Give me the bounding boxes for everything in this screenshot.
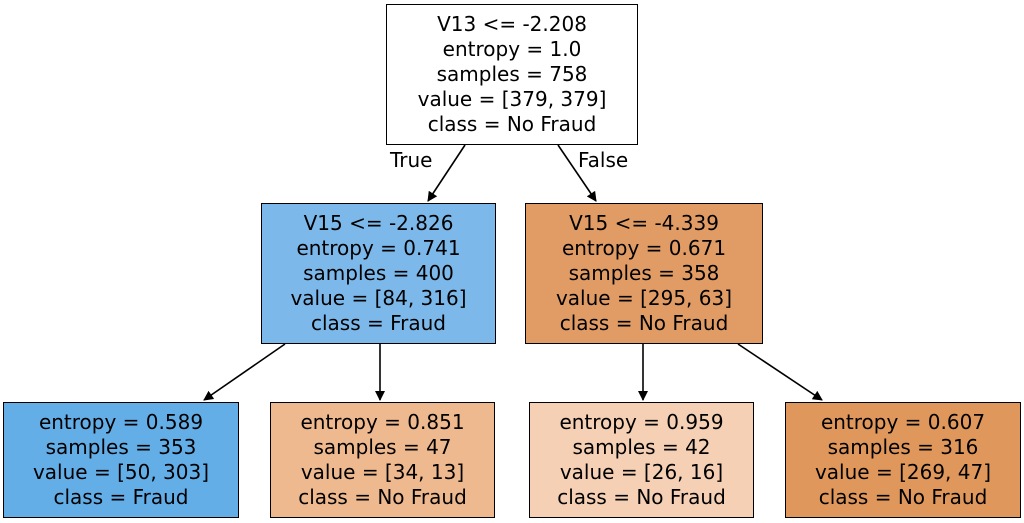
node-samples: samples = 353	[45, 435, 197, 459]
node-entropy: entropy = 1.0	[442, 37, 582, 61]
node-samples: samples = 316	[827, 435, 979, 459]
edge-right-rr	[737, 343, 823, 401]
node-entropy: entropy = 0.851	[300, 410, 465, 434]
node-class: class = No Fraud	[818, 485, 988, 509]
edge-label-false: False	[578, 148, 629, 172]
tree-node-left: V15 <= -2.826 entropy = 0.741 samples = …	[261, 203, 496, 344]
node-value: value = [26, 16]	[559, 460, 724, 484]
tree-leaf-right-left: entropy = 0.959 samples = 42 value = [26…	[529, 402, 754, 518]
tree-leaf-left-right: entropy = 0.851 samples = 47 value = [34…	[270, 402, 495, 518]
node-value: value = [379, 379]	[417, 87, 607, 111]
edge-label-true: True	[390, 148, 433, 172]
node-class: class = Fraud	[310, 311, 447, 335]
node-value: value = [50, 303]	[32, 460, 210, 484]
node-samples: samples = 758	[436, 62, 588, 86]
node-split: V15 <= -2.826	[303, 211, 454, 235]
node-samples: samples = 358	[568, 261, 720, 285]
node-samples: samples = 400	[303, 261, 454, 285]
node-class: class = No Fraud	[427, 112, 597, 136]
edge-root-left	[427, 144, 466, 202]
node-entropy: entropy = 0.671	[561, 236, 727, 260]
node-class: class = No Fraud	[559, 311, 729, 335]
node-value: value = [34, 13]	[300, 460, 465, 484]
edge-root-right	[557, 144, 597, 202]
node-value: value = [295, 63]	[555, 286, 733, 310]
node-class: class = No Fraud	[298, 485, 467, 509]
node-entropy: entropy = 0.959	[559, 410, 724, 434]
tree-node-right: V15 <= -4.339 entropy = 0.671 samples = …	[525, 203, 763, 344]
edge-left-ll	[203, 343, 286, 401]
tree-leaf-left-left: entropy = 0.589 samples = 353 value = [5…	[3, 402, 239, 518]
tree-node-root: V13 <= -2.208 entropy = 1.0 samples = 75…	[386, 4, 638, 145]
tree-leaf-right-right: entropy = 0.607 samples = 316 value = [2…	[785, 402, 1021, 518]
node-split: V15 <= -4.339	[569, 211, 719, 235]
node-value: value = [269, 47]	[814, 460, 992, 484]
node-entropy: entropy = 0.607	[820, 410, 986, 434]
node-entropy: entropy = 0.741	[296, 236, 461, 260]
node-samples: samples = 47	[313, 435, 452, 459]
node-split: V13 <= -2.208	[437, 12, 587, 36]
node-value: value = [84, 316]	[290, 286, 467, 310]
node-samples: samples = 42	[572, 435, 711, 459]
node-entropy: entropy = 0.589	[38, 410, 204, 434]
node-class: class = No Fraud	[557, 485, 726, 509]
node-class: class = Fraud	[53, 485, 189, 509]
